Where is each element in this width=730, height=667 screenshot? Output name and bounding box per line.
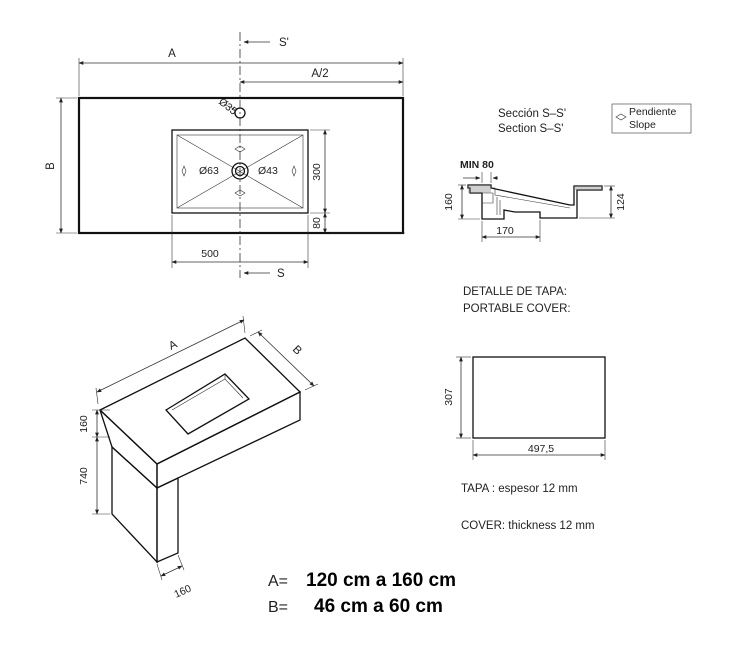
plan-view: A A/2 B S' S Ø35 Ø63 Ø43 300 80 500 — [45, 32, 405, 280]
iso-dim-740: 740 — [78, 467, 90, 485]
iso-label-b: B — [290, 344, 304, 358]
section-dim-160: 160 — [443, 193, 455, 211]
size-b-label: B= — [268, 599, 288, 616]
iso-label-a: A — [167, 338, 179, 352]
plan-label-b: B — [45, 162, 57, 170]
iso-dim-160-top: 160 — [78, 415, 90, 433]
cover-detail: DETALLE DE TAPA: PORTABLE COVER: 307 497… — [443, 286, 606, 532]
section-dim-170: 170 — [496, 225, 514, 237]
section-min-label: MIN 80 — [460, 159, 494, 171]
size-ranges: A= 120 cm a 160 cm B= 46 cm a 60 cm — [268, 570, 456, 617]
countertop-outline — [77, 96, 405, 235]
section-dim-124: 124 — [615, 193, 627, 211]
plan-label-a-half: A/2 — [311, 68, 328, 80]
section-profile — [467, 184, 603, 220]
plan-dim-500: 500 — [201, 248, 219, 260]
slope-legend-en: Slope — [629, 119, 656, 131]
isometric-view: A B 160 740 160 — [78, 315, 319, 601]
iso-slab-left — [99, 409, 158, 490]
slope-legend-box — [611, 103, 692, 134]
cover-note-en: COVER: thickness 12 mm — [461, 520, 595, 532]
cover-title-es: DETALLE DE TAPA: — [463, 286, 567, 298]
iso-basin — [164, 373, 251, 435]
cover-dim-height: 307 — [443, 388, 455, 406]
section-title-en: Section S–S' — [498, 123, 564, 135]
iso-top-face — [98, 337, 302, 465]
section-title-es: Sección S–S' — [498, 108, 566, 120]
iso-leg-front — [156, 476, 179, 563]
drain-diameter-63: Ø63 — [199, 165, 219, 177]
section-view: Sección S–S' Section S–S' Pendiente Slop… — [443, 103, 692, 242]
iso-dim-160-bottom: 160 — [172, 583, 193, 601]
cover-note-es: TAPA : espesor 12 mm — [461, 483, 578, 495]
drain-diameter-43: Ø43 — [258, 165, 278, 177]
slope-legend-es: Pendiente — [629, 106, 676, 118]
size-a-label: A= — [268, 573, 288, 590]
iso-leg-side — [111, 445, 158, 564]
plan-label-a: A — [168, 48, 176, 60]
section-mark-bottom: S — [277, 268, 285, 280]
plan-dim-300: 300 — [311, 163, 323, 181]
section-mark-top: S' — [279, 37, 289, 49]
cover-title-en: PORTABLE COVER: — [463, 303, 571, 315]
cover-outline — [472, 356, 606, 439]
size-b-value: 46 cm a 60 cm — [314, 596, 443, 617]
size-a-value: 120 cm a 160 cm — [306, 570, 456, 591]
slope-symbol-icon — [615, 113, 627, 121]
plan-dim-80: 80 — [311, 217, 323, 229]
cover-dim-width: 497,5 — [528, 443, 554, 455]
